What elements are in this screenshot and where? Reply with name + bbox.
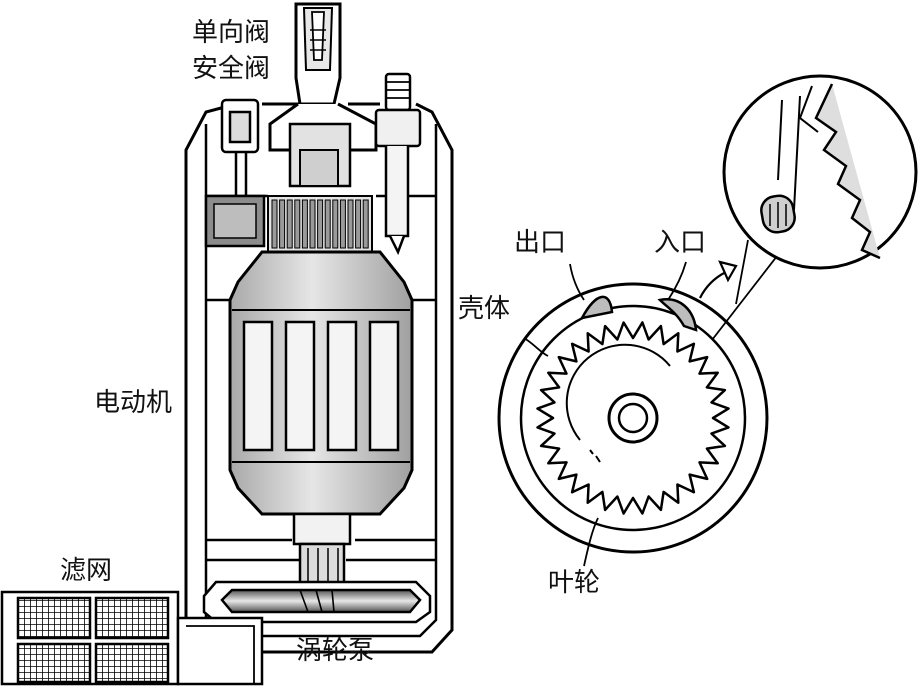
inlet-flow-arrow [699,260,738,299]
port-channels [579,295,698,332]
commutator-segment [355,199,362,249]
commutator-segment [324,199,331,249]
commutator-segment [362,199,369,249]
commutator-segment [294,199,301,249]
magnified-detail [722,74,918,270]
commutator-segment [347,199,354,249]
check-valve [268,2,378,188]
commutator [267,195,373,253]
commutator-segment [286,199,293,249]
commutator-segment [301,199,308,249]
commutator-segment [279,199,286,249]
armature-slots [242,320,400,452]
commutator-segment [271,199,278,249]
label-vortex-pump: 涡轮泵 [296,636,375,666]
motor-shaft [292,512,352,586]
label-housing: 壳体 [458,294,511,324]
armature-slot [368,320,400,452]
label-leaders [523,261,687,567]
label-impeller: 叶轮 [548,568,601,598]
vortex-pump-side [202,580,432,624]
outlet-connector [374,72,422,256]
commutator-segment [317,199,324,249]
armature-slot [284,320,316,452]
label-safety-valve: 安全阀 [192,54,271,84]
left-fitting [220,98,260,196]
commutator-segment [309,199,316,249]
filter-screen [0,590,264,686]
brush-holder [204,194,266,248]
label-check-valve: 单向阀 [192,18,271,48]
commutator-segment [339,199,346,249]
armature-slot [242,320,274,452]
motor-armature [228,250,414,516]
label-filter: 滤网 [60,556,113,586]
pump-housing [184,102,454,654]
label-inlet: 入口 [654,228,707,258]
impeller-hub [565,343,671,463]
label-motor: 电动机 [94,388,173,418]
armature-slot [326,320,358,452]
commutator-segment [332,199,339,249]
label-outlet: 出口 [514,228,567,258]
